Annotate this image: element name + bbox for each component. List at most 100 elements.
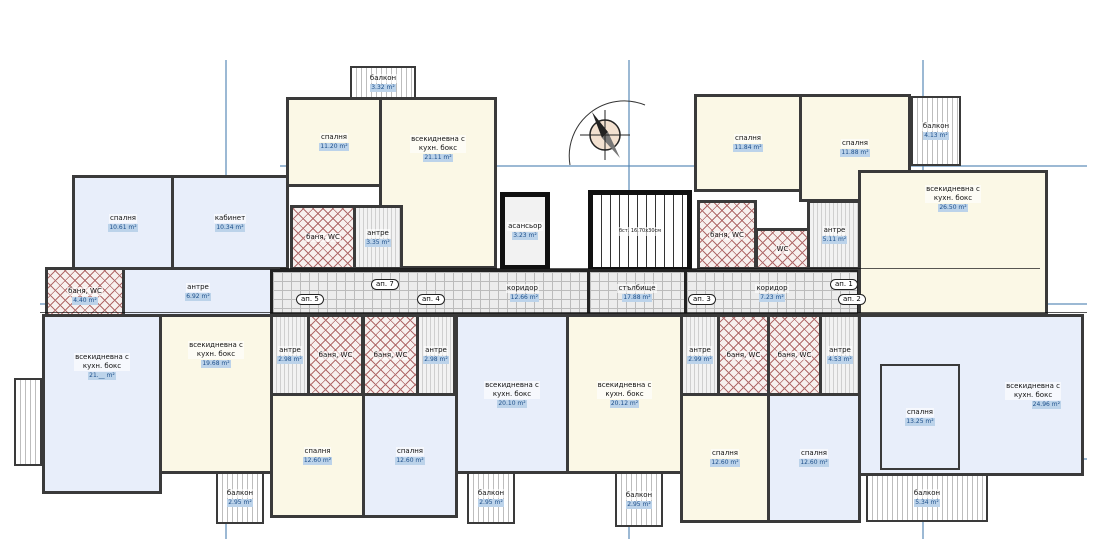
room-name: всекидневна с кухн. бокс xyxy=(484,380,540,399)
apartment-tag: ап. 5 xyxy=(296,294,324,305)
stair-flight-label: бст. 16.70x30см xyxy=(617,226,663,236)
room-area: 12.66 m² xyxy=(509,293,539,302)
apartment-tag: ап. 2 xyxy=(838,294,866,305)
room-area: 17.88 m² xyxy=(622,293,652,302)
room-name: спалня xyxy=(303,446,332,456)
room-area: 2.95 m² xyxy=(227,499,253,507)
room-name: балкон xyxy=(624,490,654,500)
room-area: 10.61 m² xyxy=(108,223,138,232)
room-name: баня, WC xyxy=(305,233,341,242)
room-name: спалня xyxy=(711,449,739,458)
room-name: спалня xyxy=(320,133,348,142)
room-area: 2.95 m² xyxy=(626,500,652,509)
room-area: 20.10 m² xyxy=(497,399,527,408)
room-area: 6.92 m² xyxy=(185,293,211,301)
room-name: балкон xyxy=(921,122,951,131)
room-area: 4.53 m² xyxy=(827,356,853,364)
room-name: спалня xyxy=(109,213,137,223)
room-name: стълбище xyxy=(617,283,657,293)
room-name: баня, WC xyxy=(725,350,762,360)
room-bathroom: баня, WC xyxy=(362,314,419,396)
dimension-axis xyxy=(280,165,1087,167)
dimension-axis xyxy=(40,303,1087,305)
room-name: всекидневна с кухн. бокс xyxy=(74,353,130,371)
room-area: 2.95 m² xyxy=(478,499,504,507)
room-name: кабинет xyxy=(213,213,247,223)
room-name: спалня xyxy=(906,408,934,417)
room-name: спалня xyxy=(734,134,762,143)
room-bathroom: баня, WC xyxy=(290,205,356,270)
room-area: 12.60 m² xyxy=(302,456,333,465)
room-name: балкон xyxy=(912,489,942,498)
room-name: балкон xyxy=(368,74,398,83)
room-area: 21.__ m² xyxy=(88,372,116,380)
room-name: антре xyxy=(278,346,302,355)
room-area: 11.88 m² xyxy=(840,149,870,157)
room-name: антре xyxy=(688,346,712,355)
room-name: антре xyxy=(186,283,210,292)
room-name: WC xyxy=(775,244,790,254)
room-area: 7.23 m² xyxy=(759,293,785,302)
room-bathroom: баня, WC xyxy=(767,314,822,396)
room-name: балкон xyxy=(476,489,506,498)
room-name: антре xyxy=(822,226,847,235)
room-name: всекидневна с кухн. бокс xyxy=(1005,381,1061,400)
room-area: 12.60 m² xyxy=(799,459,829,467)
room-area: 4.40 m² xyxy=(72,297,98,305)
grid-line xyxy=(280,268,1040,269)
room-name: всекидневна с кухн. бокс xyxy=(925,185,981,203)
room-name: антре xyxy=(366,228,390,238)
room-name: коридор xyxy=(755,283,789,293)
room-bathroom: баня, WC xyxy=(307,314,364,396)
apartment-tag: ап. 3 xyxy=(688,294,716,305)
room-area: 24.96 m² xyxy=(1031,400,1061,409)
room-name: всекидневна с кухн. бокс xyxy=(410,135,466,153)
room-area: 5.11 m² xyxy=(821,236,848,244)
apartment-tag: ап. 4 xyxy=(417,294,445,305)
room-area: 26.50 m² xyxy=(938,204,968,212)
room-area: 12.60 m² xyxy=(395,456,425,465)
room-name: спалня xyxy=(396,446,424,456)
room-area: 11.84 m² xyxy=(733,144,763,152)
room-bathroom: баня, WC xyxy=(697,200,757,270)
room-area: 10.34 m² xyxy=(215,223,245,232)
room-area: 13.25 m² xyxy=(905,418,935,426)
staircase: бст. 16.70x30см xyxy=(588,190,692,272)
room-name: балкон xyxy=(225,489,255,498)
room-name: баня, WC xyxy=(776,350,813,360)
grid-line xyxy=(40,312,1087,313)
room-name: баня, WC xyxy=(709,230,745,240)
room-name: коридор xyxy=(505,283,539,293)
room-balcony xyxy=(14,378,42,466)
room-area: 3.32 m² xyxy=(370,84,396,92)
room-area: 4.13 m² xyxy=(923,132,949,140)
room-name: асансьор xyxy=(507,222,543,231)
room-name: антре xyxy=(828,346,852,355)
room-area: 3.23 m² xyxy=(512,232,538,240)
room-area: 3.35 m² xyxy=(365,238,391,247)
room-area: 2.98 m² xyxy=(423,356,449,364)
room-bathroom: баня, WC xyxy=(717,314,770,396)
